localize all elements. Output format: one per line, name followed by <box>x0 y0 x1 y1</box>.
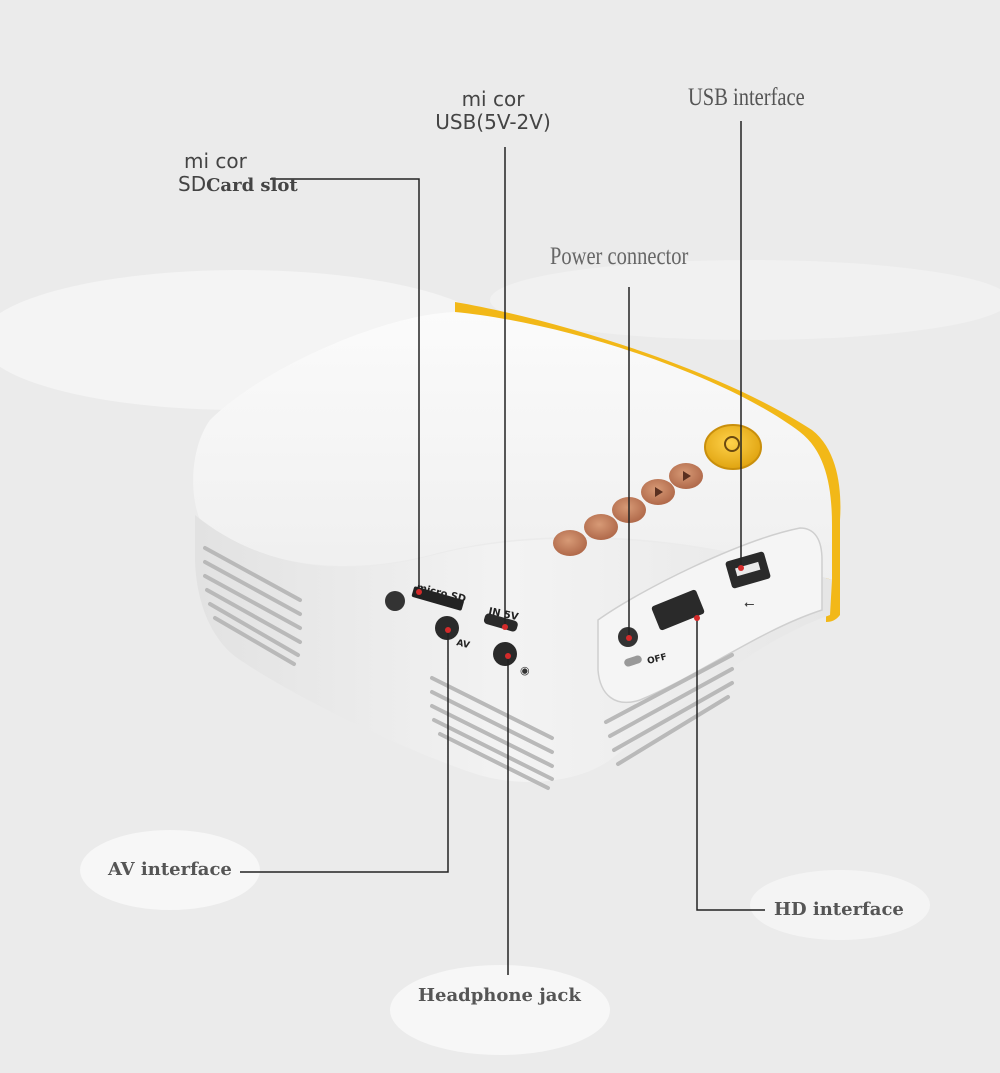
callout-av-interface: AV interface <box>108 859 232 880</box>
button-1 <box>553 530 587 556</box>
leader-lines <box>240 121 765 975</box>
callout-power-text: Power connector <box>550 243 689 270</box>
micro-usb-port <box>483 613 518 632</box>
svg-text:◉: ◉ <box>520 664 530 677</box>
power-button <box>704 424 762 470</box>
off-switch <box>624 655 642 667</box>
callout-usb-power-line2: USB(5V-2V) <box>435 110 551 134</box>
callout-headphone-jack: Headphone jack <box>418 985 581 1006</box>
callout-usb-power: mi cor USB(5V-2V) <box>428 88 558 134</box>
control-buttons <box>553 424 762 556</box>
callout-usb-power-line1: mi cor <box>461 87 525 111</box>
callout-sd-card: mi cor SDCard slot <box>178 150 298 197</box>
button-2 <box>584 514 618 540</box>
callout-sd-suffix: Card slot <box>206 175 298 196</box>
callout-usb-prefix: USB <box>688 84 728 111</box>
callout-usb-interface: USB interface <box>688 84 830 113</box>
micro-sd-slot <box>411 586 464 611</box>
leader-av <box>240 630 449 873</box>
headphone-jack <box>493 642 517 666</box>
hdmi-port <box>651 589 705 631</box>
leader-sd <box>270 178 420 590</box>
callout-power-connector: Power connector <box>550 243 719 272</box>
callout-usb-suffix: interface <box>727 84 805 111</box>
callout-sd-prefix: SD <box>178 172 207 196</box>
port-markers <box>416 565 744 659</box>
callout-sd-line1: mi cor <box>184 149 247 173</box>
usb-symbol-icon: ⭠ <box>744 597 754 612</box>
power-icon <box>724 436 740 452</box>
side-ports: ⭠ <box>618 551 771 667</box>
av-print: AV <box>455 638 470 651</box>
off-print: OFF <box>646 652 668 667</box>
callout-hd-interface: HD interface <box>774 899 904 920</box>
callout-sd-line2: SDCard slot <box>178 173 298 197</box>
leader-hd <box>696 617 765 911</box>
ir-sensor <box>385 591 405 611</box>
